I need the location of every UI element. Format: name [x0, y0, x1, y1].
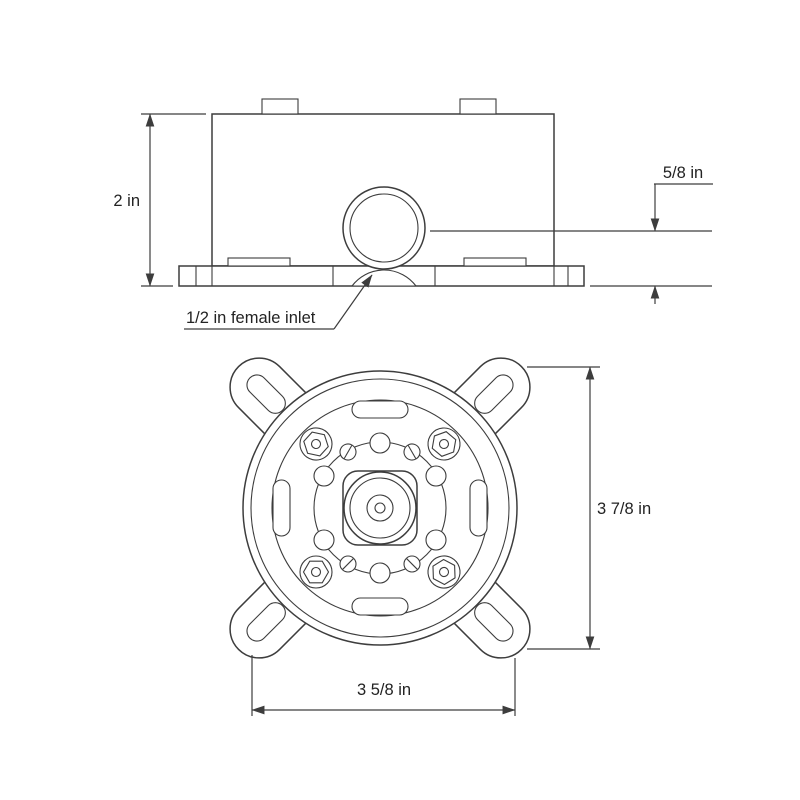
flange-step-right [463, 257, 527, 267]
tab-slot [474, 374, 514, 414]
ring-hole [369, 562, 391, 584]
hub-center-dot [374, 502, 386, 514]
ring-hole [313, 465, 335, 487]
dim-label-inlet-offset: 5/8 in [663, 164, 703, 182]
hex-bolt-bottom-left [299, 555, 333, 589]
face-slot-left [272, 479, 291, 537]
face-slot-top [351, 400, 409, 419]
inlet-bore-circle [349, 193, 419, 263]
callout-leader-arrow [333, 274, 373, 330]
face-slot-right [469, 479, 488, 537]
dimension-overall-height: 3 7/8 in [527, 366, 651, 650]
dim-label-overall: 3 7/8 in [597, 500, 651, 518]
hub-rim-circle [349, 477, 411, 539]
flange-step-left [227, 257, 291, 267]
ring-hole [425, 465, 447, 487]
ring-hole [313, 529, 335, 551]
dimension-inlet-offset: 5/8 in [430, 164, 713, 304]
top-boss-left [261, 98, 299, 115]
dimension-mount-width: 3 5/8 in [251, 655, 516, 716]
hub-bore-circle [366, 494, 394, 522]
inlet-callout-label: 1/2 in female inlet [186, 309, 316, 327]
front-view: 3 7/8 in 3 5/8 in [229, 357, 651, 716]
dimension-height: 2 in [113, 113, 206, 287]
dim-label-height: 2 in [113, 192, 140, 210]
ring-hole [425, 529, 447, 551]
ring-hole [369, 432, 391, 454]
body-inner-circle [271, 399, 489, 617]
tab-slot [246, 602, 286, 642]
dim-label-mount-spacing: 3 5/8 in [357, 681, 411, 699]
tab-slot [246, 374, 286, 414]
top-boss-right [459, 98, 497, 115]
inlet-callout: 1/2 in female inlet [184, 274, 373, 330]
body-rim-circle [250, 378, 510, 638]
face-slot-bottom [351, 597, 409, 616]
tab-slot [474, 602, 514, 642]
side-view: 2 in 5/8 in 1/2 in female inlet [113, 98, 713, 330]
